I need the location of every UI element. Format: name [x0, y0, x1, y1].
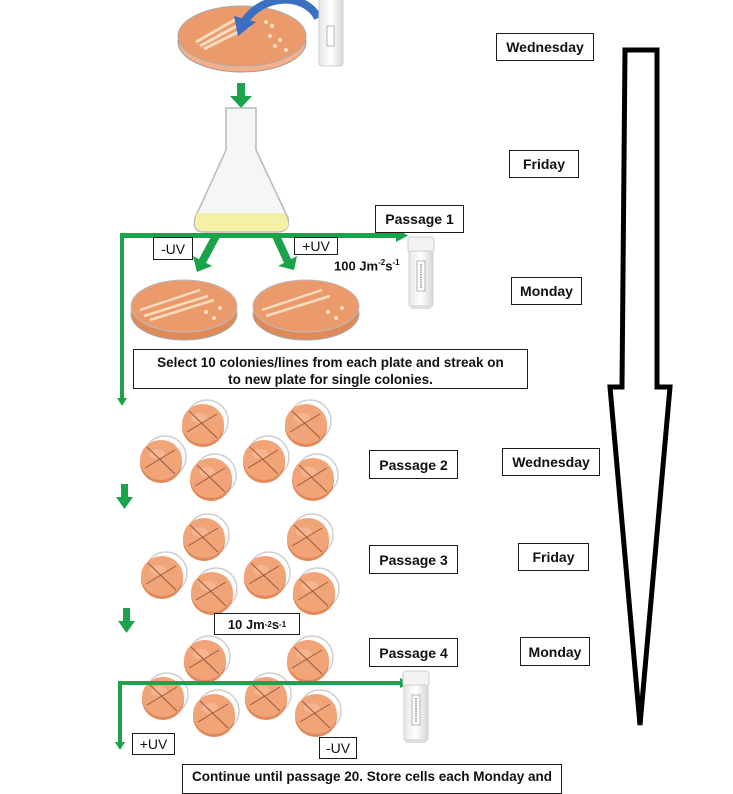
down-arrow-icon	[116, 484, 133, 509]
day-label-friday-2: Friday	[518, 543, 589, 571]
passage3-streak-plates	[140, 513, 340, 616]
flask-icon	[193, 107, 290, 233]
passage-1-label: Passage 1	[375, 205, 464, 233]
timeline-arrow-icon	[607, 47, 673, 726]
uv-dose-high: 100 Jm-2s-1	[334, 258, 400, 274]
day-label-friday: Friday	[509, 150, 579, 178]
cryo-vial-icon	[318, 0, 344, 67]
passage-4-label: Passage 4	[369, 638, 458, 667]
minus-uv-label: -UV	[153, 237, 193, 260]
day-label-wednesday-2: Wednesday	[502, 448, 600, 476]
down-arrow-icon	[118, 608, 135, 633]
select-colonies-note: Select 10 colonies/lines from each plate…	[133, 349, 528, 389]
plus-uv-petri-dish-icon	[252, 279, 360, 341]
day-label-wednesday: Wednesday	[496, 33, 594, 61]
passage2-streak-plates	[139, 399, 339, 502]
plus-uv-label: +UV	[294, 237, 338, 255]
curved-arrow-icon	[234, 0, 322, 36]
top-petri-dish-icon	[177, 5, 307, 73]
day-label-monday: Monday	[511, 277, 582, 305]
passage1-vial-icon	[407, 236, 435, 310]
down-arrow-icon	[230, 83, 252, 108]
passage-2-label: Passage 2	[369, 450, 458, 479]
passage4-streak-plates	[141, 635, 342, 738]
diagram-canvas	[115, 0, 673, 750]
bottom-minus-uv-label: -UV	[319, 737, 357, 759]
passage1-arrows	[117, 229, 408, 406]
passage4-vial-icon	[402, 670, 430, 744]
continue-note: Continue until passage 20. Store cells e…	[182, 764, 562, 794]
passage-3-label: Passage 3	[369, 545, 458, 574]
minus-uv-petri-dish-icon	[130, 279, 238, 341]
day-label-monday-2: Monday	[520, 637, 590, 666]
bottom-plus-uv-label: +UV	[132, 733, 175, 755]
